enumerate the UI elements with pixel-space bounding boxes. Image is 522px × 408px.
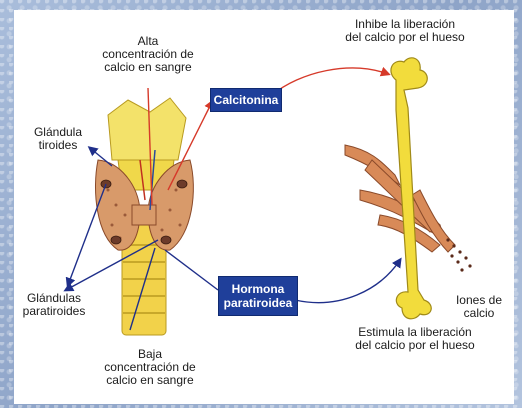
calcium-ions-label: Iones de calcio	[448, 294, 510, 320]
calcitonin-box: Calcitonina	[210, 88, 282, 112]
stimulate-release-label: Estimula la liberación del calcio por el…	[340, 326, 490, 352]
low-calcium-label: Baja concentración de calcio en sangre	[90, 348, 210, 387]
thyroid-illustration	[95, 98, 193, 335]
parathyroid-hormone-box: Hormona paratiroidea	[218, 276, 298, 316]
thyroid-gland-label: Glándula tiroides	[22, 126, 94, 152]
bone-illustration	[345, 58, 472, 319]
high-calcium-label: Alta concentración de calcio en sangre	[88, 35, 208, 74]
parathyroid-glands-label: Glándulas paratiroides	[14, 292, 94, 318]
inhibit-release-label: Inhibe la liberación del calcio por el h…	[330, 18, 480, 44]
